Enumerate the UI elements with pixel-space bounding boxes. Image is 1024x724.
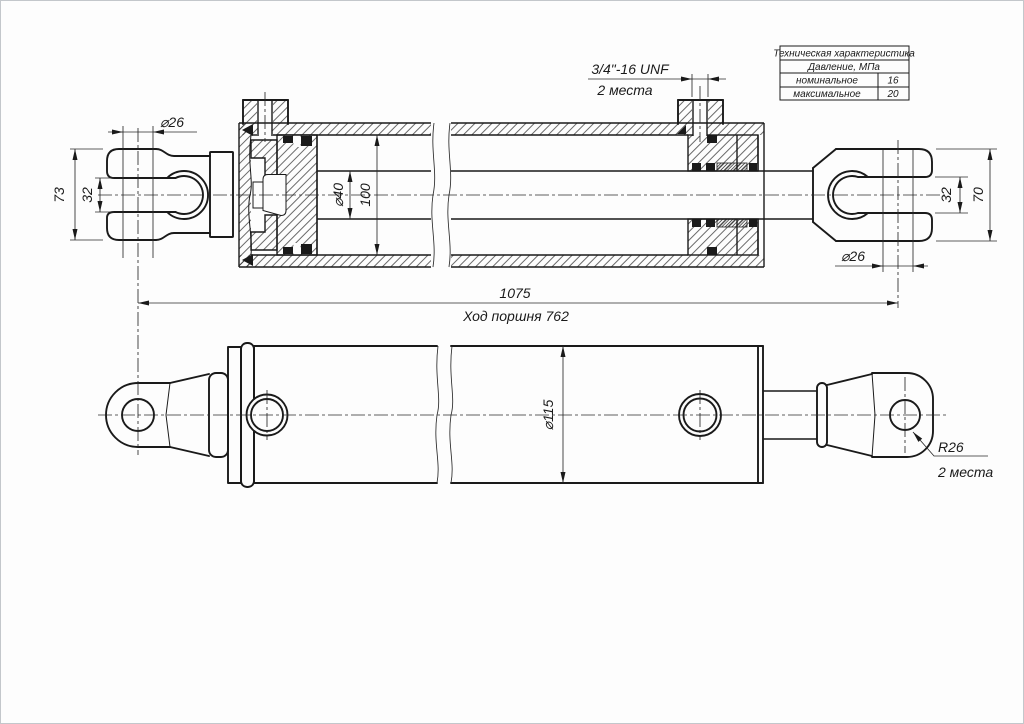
table-row-value-1: 20: [886, 89, 899, 100]
dim-overall-length: 1075: [499, 285, 530, 301]
dim-port-thread: 3/4"-16 UNF: [591, 61, 670, 77]
dim-bore-diameter: 100: [357, 183, 373, 207]
dim-eye-radius-places: 2 места: [937, 464, 993, 480]
table-row-label-0: номинальное: [796, 76, 858, 87]
centerlines: [98, 86, 948, 455]
dim-body-diameter: ⌀115: [540, 399, 556, 430]
dim-fork-slot: 32: [79, 187, 95, 203]
table-row-label-1: максимальное: [793, 89, 861, 100]
dim-rod-diameter: ⌀40: [330, 183, 346, 207]
dim-port-places: 2 места: [596, 82, 652, 98]
dim-pin-bore-right: ⌀26: [841, 248, 865, 264]
spec-table: Техническая характеристика Давление, МПа…: [773, 45, 915, 101]
dim-eye-height-right: 70: [970, 187, 986, 203]
dim-slot-right: 32: [938, 187, 954, 203]
table-row-value-0: 16: [887, 76, 899, 87]
dim-eye-radius: R26: [938, 439, 964, 455]
dimensions: ⌀26 73 32 ⌀40 100 3/4"-16 UNF 2 места ⌀2…: [51, 61, 997, 483]
dim-pin-bore-left: ⌀26: [160, 114, 184, 130]
table-title: Техническая характеристика: [773, 49, 915, 60]
dim-stroke-note: Ход поршня 762: [462, 308, 569, 324]
table-subtitle: Давление, МПа: [807, 62, 880, 73]
dim-fork-height: 73: [51, 187, 67, 203]
